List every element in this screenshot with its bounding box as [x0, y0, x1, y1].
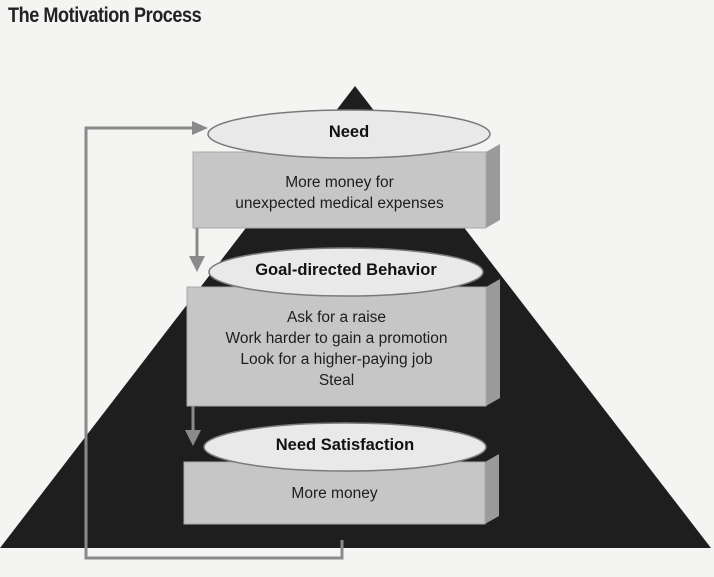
- need-detail-line: More money for: [285, 174, 394, 191]
- connector-arrowhead-2: [185, 430, 201, 446]
- need-heading: Need: [328, 123, 370, 141]
- satisfaction-box-side: [485, 454, 499, 524]
- behavior-box: [186, 286, 487, 407]
- feedback-loop-arrow: [84, 126, 344, 560]
- feedback-arrowhead: [192, 121, 208, 135]
- connector-arrowhead-1: [189, 256, 205, 272]
- behavior-box-side: [486, 279, 500, 406]
- satisfaction-oval: [203, 422, 487, 472]
- need-detail-line: unexpected medical expenses: [235, 195, 444, 212]
- need-box-side: [486, 144, 500, 228]
- diagram-title: The Motivation Process: [8, 4, 202, 27]
- behavior-detail-line: Ask for a raise: [286, 309, 387, 326]
- behavior-detail-line: Look for a higher-paying job: [240, 351, 433, 368]
- behavior-detail-line: Steal: [318, 372, 355, 389]
- satisfaction-heading: Need Satisfaction: [275, 436, 415, 454]
- behavior-oval: [208, 247, 484, 297]
- behavior-detail-line: Work harder to gain a promotion: [225, 330, 448, 347]
- behavior-heading: Goal-directed Behavior: [255, 261, 437, 279]
- satisfaction-details: More money: [184, 483, 485, 504]
- behavior-details: Ask for a raise Work harder to gain a pr…: [187, 307, 486, 391]
- satisfaction-detail-line: More money: [291, 485, 378, 502]
- need-details: More money for unexpected medical expens…: [193, 172, 486, 214]
- need-oval: [207, 109, 491, 159]
